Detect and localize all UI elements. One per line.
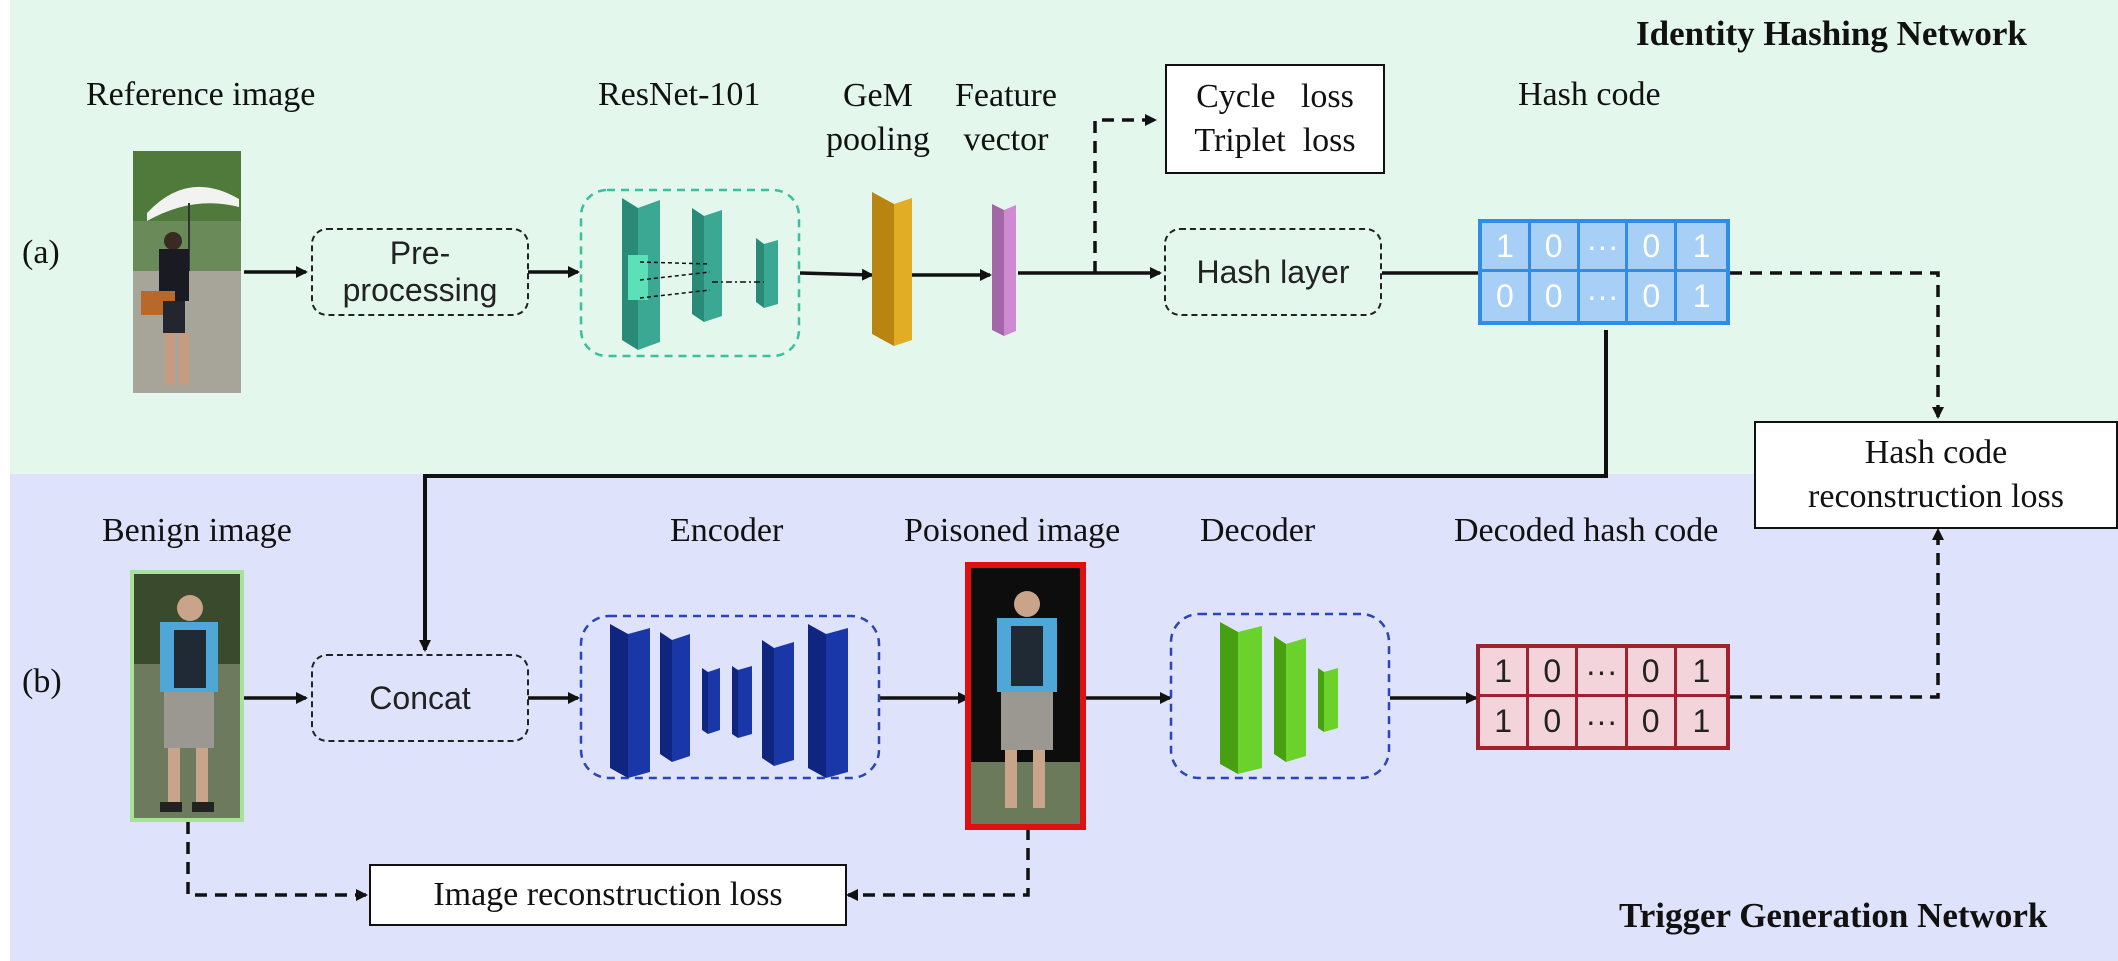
arrow-hashcode-to-recon: [1730, 271, 1944, 419]
feature-vector-label: Feature vector: [955, 77, 1057, 159]
gem-pooling-label: GeM pooling: [826, 77, 930, 159]
encoder-container: [579, 614, 881, 780]
row-label-b: (b): [22, 663, 62, 700]
concat-label: Concat: [369, 679, 471, 716]
bit-cell: 1: [1677, 223, 1726, 272]
resnet-blocks: [622, 198, 778, 350]
preprocessing-label: Pre- processing: [342, 235, 498, 308]
hash-recon-loss-box: Hash code reconstruction loss: [1754, 421, 2118, 529]
decoder-blocks: [1220, 622, 1338, 774]
bit-cell: ···: [1580, 272, 1629, 321]
bit-cell: 1: [1692, 278, 1711, 314]
bit-cell: 0: [1530, 223, 1580, 272]
benign-image-label: Benign image: [102, 512, 292, 549]
bit-cell: 0: [1628, 272, 1678, 321]
resnet-label: ResNet-101: [598, 76, 761, 113]
bit-cell: 0: [1628, 697, 1677, 746]
bit-cell: 0: [1531, 272, 1580, 321]
identity-hashing-panel: [10, 0, 2118, 474]
bit-cell: ···: [1578, 648, 1628, 697]
hash-recon-loss-label: Hash code reconstruction loss: [1808, 433, 2064, 515]
arrow-decoded-to-recon: [1730, 528, 1944, 699]
image-recon-loss-box: Image reconstruction loss: [369, 864, 847, 926]
bit-cell: 1: [1480, 648, 1530, 697]
feature-vector-block: [992, 204, 1016, 336]
bit-cell: ···: [1578, 697, 1628, 746]
row-label-a: (a): [22, 234, 60, 271]
losses-box: Cycle loss Triplet loss: [1165, 64, 1385, 174]
bit-cell: 0: [1628, 223, 1678, 272]
bit-cell: 1: [1482, 223, 1531, 272]
reference-image: [133, 151, 241, 393]
preprocessing-box: Pre- processing: [311, 228, 529, 316]
decoded-hash-code-label: Decoded hash code: [1454, 512, 1719, 549]
reference-image-label: Reference image: [86, 76, 316, 113]
bit-cell: 0: [1529, 648, 1579, 697]
bit-cell: 1: [1692, 703, 1711, 739]
identity-hashing-title: Identity Hashing Network: [1636, 14, 2027, 53]
decoder-container: [1169, 612, 1391, 780]
arrow-resnet-to-gem: [799, 268, 874, 281]
bit-cell: 0: [1529, 697, 1579, 746]
arrow-benign-to-imgloss: [186, 822, 368, 901]
arrow-hashcode-to-concat: [419, 330, 1608, 652]
encoder-label: Encoder: [670, 512, 784, 549]
gem-pooling-block: [872, 192, 912, 346]
arrow-feature-to-losses: [1093, 114, 1157, 273]
decoder-label: Decoder: [1200, 512, 1316, 549]
encoder-blocks: [610, 624, 848, 778]
poisoned-image: [965, 562, 1086, 830]
poisoned-image-label: Poisoned image: [904, 512, 1121, 549]
cycle-triplet-loss-label: Cycle loss Triplet loss: [1194, 77, 1356, 159]
hash-code-label: Hash code: [1518, 76, 1661, 113]
bit-cell: 1: [1480, 697, 1530, 746]
trigger-generation-title: Trigger Generation Network: [1619, 896, 2048, 935]
benign-image: [130, 570, 244, 822]
bit-cell: 0: [1627, 648, 1677, 697]
hash-layer-label: Hash layer: [1196, 253, 1350, 290]
bit-cell: 1: [1676, 648, 1726, 697]
image-recon-loss-label: Image reconstruction loss: [433, 875, 783, 913]
bit-cell: 0: [1482, 272, 1531, 321]
bit-cell: ···: [1579, 223, 1629, 272]
hash-layer-box: Hash layer: [1164, 228, 1382, 316]
concat-box: Concat: [311, 654, 529, 742]
arrow-poisoned-to-imgloss: [846, 828, 1030, 901]
